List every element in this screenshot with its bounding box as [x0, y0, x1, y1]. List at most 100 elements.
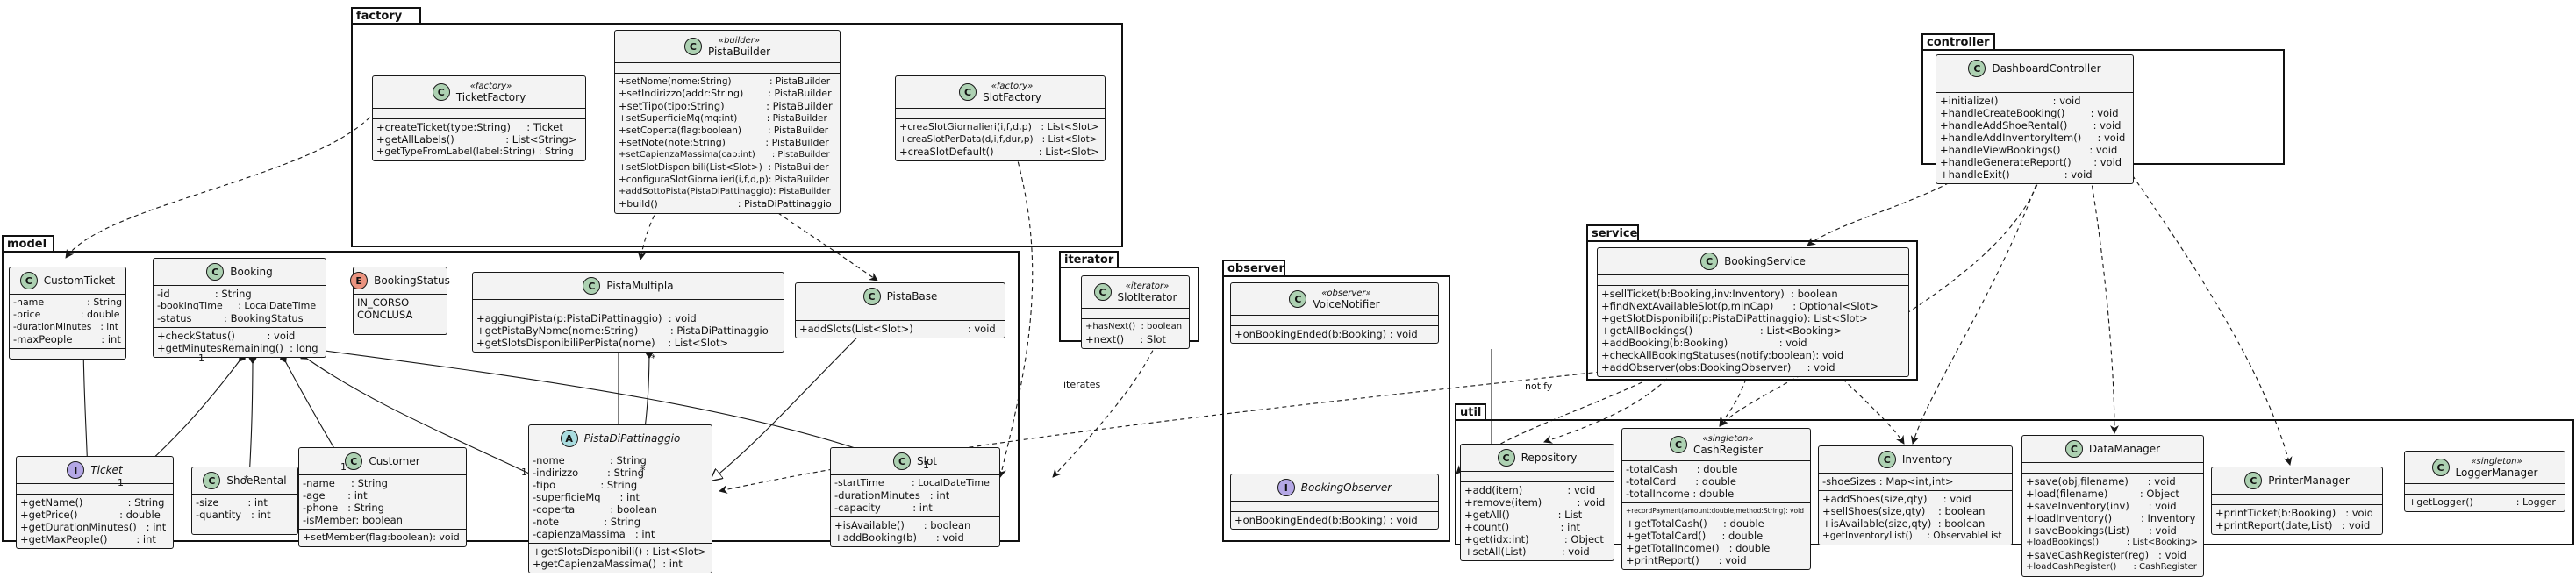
class-badge-icon: C [1878, 451, 1896, 468]
class-method: +printTicket(b:Booking) : void [2215, 507, 2374, 519]
class-method: +getInventoryList() : ObservableList [1822, 531, 2002, 541]
class-method: +setIndirizzo(addr:String) : PistaBuilde… [619, 88, 832, 99]
class-header: C«factory»SlotFactory [896, 76, 1105, 108]
class-field: -status : BookingStatus [157, 312, 304, 324]
class-method: +aggiungiPista(p:PistaDiPattinaggio) : v… [476, 312, 697, 324]
class-method: +sellTicket(b:Booking,inv:Inventory) : b… [1601, 288, 1838, 300]
class-field: -maxPeople : int [13, 333, 121, 345]
class-methods: +createTicket(type:String) : Ticket+getA… [373, 118, 585, 160]
edge-controller-inventory [1910, 161, 2045, 445]
class-badge-icon: C [1093, 283, 1112, 301]
class-fields [1461, 471, 1614, 481]
class-field: IN_CORSO [357, 296, 410, 309]
class-method: +onBookingEnded(b:Booking) : void [1234, 328, 1418, 340]
class-field: -durationMinutes : int [13, 322, 118, 332]
class-method: +initialize() : void [1940, 95, 2081, 107]
class-method: +setCoperta(flag:boolean) : PistaBuilder [619, 125, 829, 136]
class-field: -totalCash : double [1626, 463, 1738, 475]
class-slotiterator[interactable]: C«iterator»SlotIterator+hasNext() : bool… [1081, 275, 1190, 349]
class-badge-icon: C [959, 83, 977, 101]
class-voicenotifier[interactable]: C«observer»VoiceNotifier+onBookingEnded(… [1230, 282, 1439, 344]
class-method: +getAllBookings() : List<Booking> [1601, 324, 1843, 337]
class-cashregister[interactable]: C«singleton»CashRegister-totalCash : dou… [1621, 428, 1811, 570]
class-fields: -name : String-age : int-phone : String-… [299, 474, 466, 529]
edge-controller-datamanager [2087, 161, 2119, 434]
class-fields [615, 62, 840, 73]
class-field: -tipo : String [533, 479, 638, 491]
enum-badge-icon: E [350, 272, 369, 289]
class-name: BookingObserver [1300, 481, 1392, 494]
class-method: +getLogger() : Logger [2408, 496, 2556, 508]
class-method: +addShoes(size,qty) : void [1822, 493, 1971, 505]
class-field: -totalIncome : double [1626, 488, 1735, 500]
class-method: +saveBookings(List) : void [2026, 524, 2177, 537]
class-fields [373, 108, 585, 118]
class-fields [2212, 494, 2382, 504]
class-methods [10, 348, 125, 359]
class-field: -isMember: boolean [303, 514, 403, 526]
edge-service-cash [1719, 378, 1747, 427]
class-pistabuilder[interactable]: C«builder»PistaBuilder+setNome(nome:Stri… [614, 30, 841, 214]
class-ticketfactory[interactable]: C«factory»TicketFactory+createTicket(typ… [372, 75, 586, 161]
class-field: -indirizzo : String [533, 467, 644, 479]
abstract-badge-icon: A [560, 430, 578, 447]
class-method: +handleAddInventoryItem() : void [1940, 132, 2126, 144]
class-fields: -name : String-price : double-durationMi… [10, 294, 125, 348]
class-field: -phone : String [303, 502, 384, 514]
class-methods [192, 524, 297, 534]
class-name: ShoeRental [226, 474, 287, 487]
class-loggermanager[interactable]: C«singleton»LoggerManager+getLogger() : … [2404, 451, 2565, 512]
class-methods: +isAvailable() : boolean+addBooking(b) :… [831, 516, 999, 546]
class-methods: +setMember(flag:boolean): void [299, 529, 466, 546]
class-method: +getPistaByNome(nome:String) : PistaDiPa… [476, 324, 769, 337]
class-methods: +recordPayment(amount:double,method:Stri… [1622, 502, 1810, 569]
class-name: SlotFactory [983, 91, 1041, 103]
edge-label-notify: notify [1525, 381, 1553, 392]
mult-booking-customer: 1 [340, 461, 347, 473]
mult-booking-pista: 1 [521, 467, 527, 478]
class-fields [17, 483, 173, 494]
class-fields [1936, 82, 2133, 92]
class-field: -capacity : int [834, 502, 933, 514]
class-field: -quantity : int [196, 509, 271, 521]
class-method: +getDurationMinutes() : int [20, 521, 167, 533]
class-field: -name : String [13, 296, 123, 308]
class-name: CustomTicket [43, 274, 116, 287]
package-tab-observer: observer [1222, 260, 1285, 277]
edge-ticketfactory-customticket [65, 104, 381, 259]
class-field: -name : String [303, 477, 388, 489]
class-method: +checkAllBookingStatuses(notify:boolean)… [1601, 349, 1844, 361]
class-field: -totalCard : double [1626, 475, 1737, 488]
class-slotfactory[interactable]: C«factory»SlotFactory+creaSlotGiornalier… [895, 75, 1106, 161]
class-name: PrinterManager [2268, 474, 2350, 487]
class-badge-icon: C [583, 277, 601, 295]
class-field: -capienzaMassima : int [533, 528, 655, 540]
class-name: PistaBuilder [707, 46, 771, 58]
class-method: +createTicket(type:String) : Ticket [376, 121, 563, 133]
